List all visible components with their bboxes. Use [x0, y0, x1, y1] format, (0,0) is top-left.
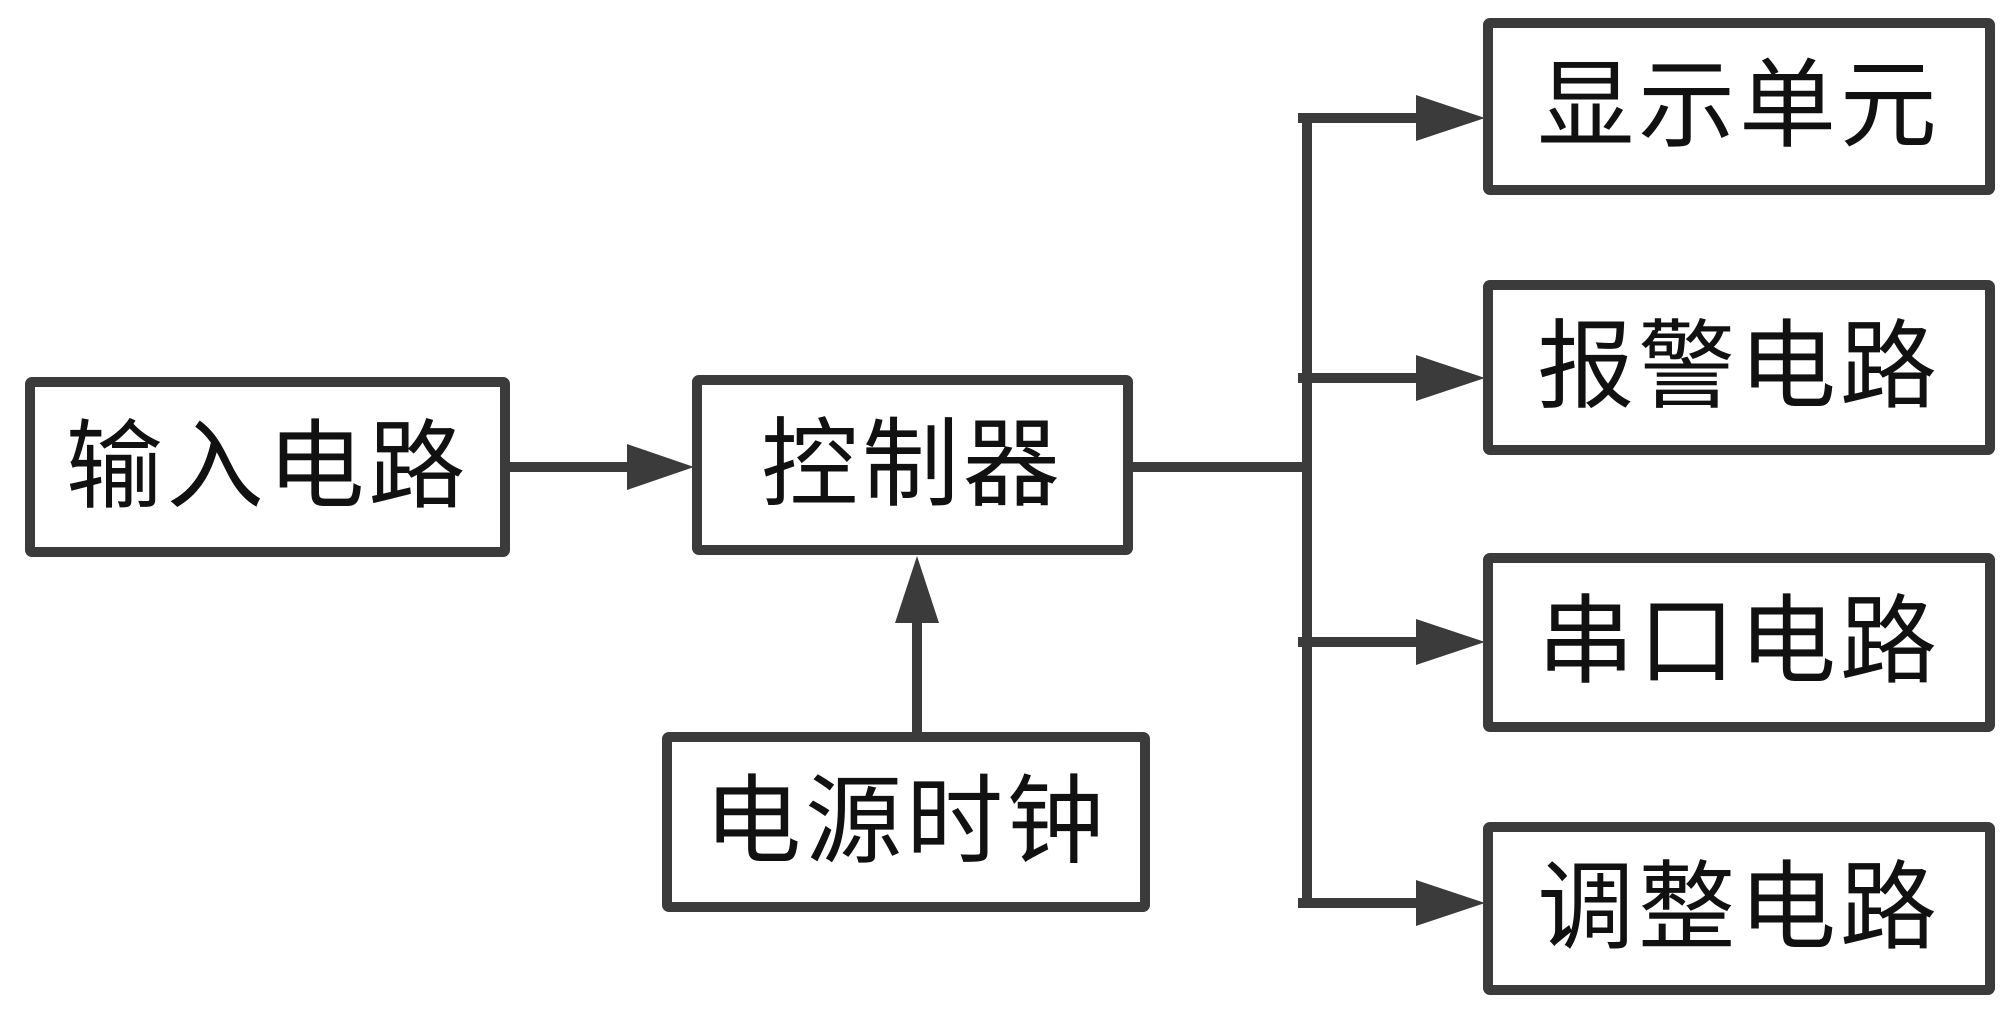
box-alarm-circuit: 报警电路	[1483, 280, 1995, 455]
arrowhead-up-into-controller	[895, 556, 939, 623]
box-adjust-circuit: 调整电路	[1483, 822, 1995, 995]
arrowhead-into-display	[1416, 95, 1485, 141]
box-controller: 控制器	[692, 375, 1133, 555]
box-input-circuit: 输入电路	[25, 377, 510, 557]
arrowhead-into-controller	[627, 444, 694, 490]
arrowhead-into-adjust	[1416, 880, 1485, 926]
box-power-clock: 电源时钟	[662, 732, 1150, 912]
box-display-unit: 显示单元	[1483, 18, 1995, 195]
arrowhead-into-alarm	[1416, 355, 1485, 401]
arrowhead-into-serial	[1416, 619, 1485, 665]
box-serial-port-circuit: 串口电路	[1483, 553, 1995, 732]
